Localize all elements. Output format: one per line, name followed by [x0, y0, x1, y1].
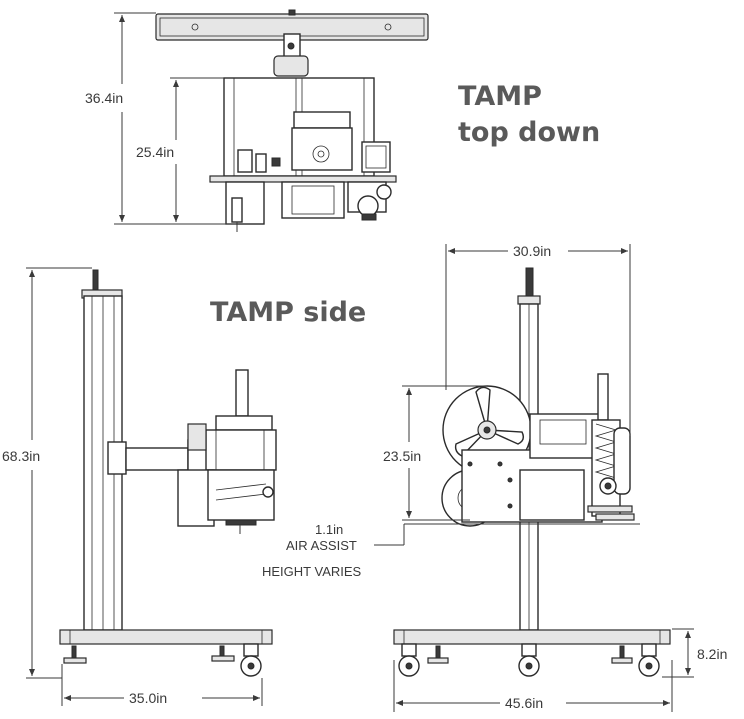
side-height-label: 68.3in	[2, 448, 40, 464]
top-view-title-line2: top down	[458, 117, 600, 148]
air-assist-label: AIR ASSIST	[286, 538, 357, 553]
air-assist-value-label: 1.1in	[315, 522, 343, 537]
top-view-title-line1: TAMP	[458, 81, 542, 112]
front-base-width-label: 45.6in	[505, 695, 543, 711]
side-view-title: TAMP side	[210, 297, 366, 328]
side-view-drawing	[26, 267, 277, 706]
height-varies-label: HEIGHT VARIES	[262, 564, 362, 579]
front-top-width-label: 30.9in	[513, 243, 551, 259]
top-overall-height-label: 36.4in	[85, 90, 123, 106]
side-base-width-label: 35.0in	[129, 690, 167, 706]
top-inner-height-label: 25.4in	[136, 144, 174, 160]
front-view-drawing	[374, 244, 694, 712]
front-roll-height-label: 23.5in	[383, 448, 421, 464]
front-base-height-label: 8.2in	[697, 646, 727, 662]
top-down-view-drawing	[114, 9, 429, 232]
